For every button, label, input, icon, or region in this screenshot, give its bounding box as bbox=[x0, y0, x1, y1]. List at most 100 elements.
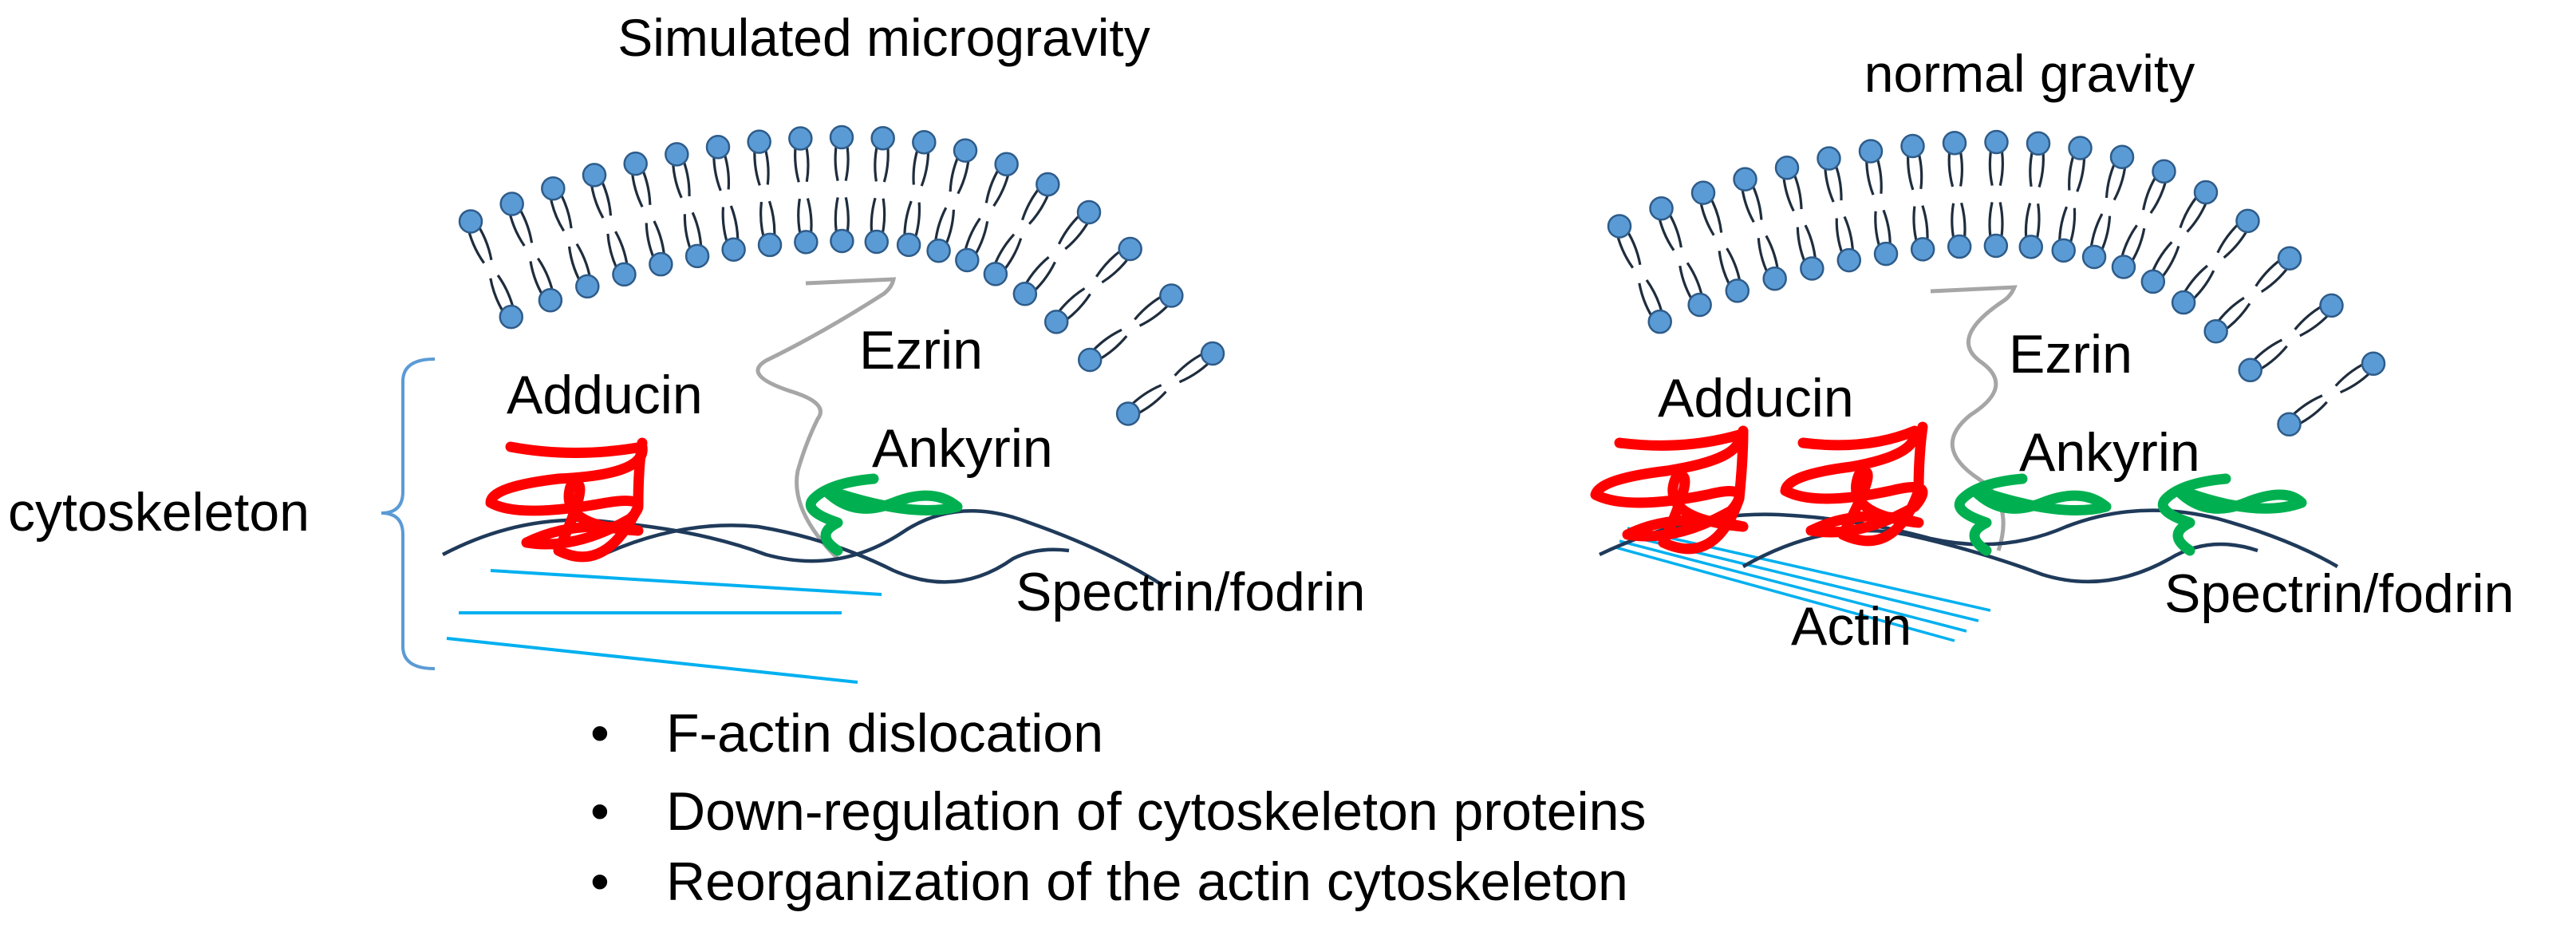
lipid-head-outer bbox=[1942, 130, 1967, 156]
lipid-head-outer bbox=[705, 134, 731, 160]
finding-item: • Down-regulation of cytoskeleton protei… bbox=[590, 781, 1646, 842]
lipid-head-inner bbox=[721, 237, 746, 262]
lipid-head-inner bbox=[1647, 309, 1672, 334]
lipid-head-inner bbox=[2203, 318, 2228, 344]
lipid-head-outer bbox=[747, 129, 771, 154]
lipid-head-inner bbox=[1078, 347, 1103, 373]
lipid-head-outer bbox=[2361, 351, 2386, 376]
lipid-head-outer bbox=[1118, 236, 1142, 262]
lipid-head-inner bbox=[1115, 401, 1141, 426]
ankyrin-protein-right-1 bbox=[1954, 473, 2112, 556]
ezrin-strand-left bbox=[755, 277, 897, 560]
lipid-head-outer bbox=[1733, 167, 1757, 192]
panel-title-left: Simulated microgravity bbox=[617, 8, 1150, 67]
lipid-head-outer bbox=[2193, 180, 2219, 205]
lipid-head-inner bbox=[794, 230, 819, 255]
lipid-head-outer bbox=[912, 130, 937, 155]
lipid-head-inner bbox=[575, 274, 600, 299]
lipid-head-inner bbox=[2081, 244, 2107, 270]
actin-filament-right-1 bbox=[1627, 527, 1991, 612]
lipid-head-outer bbox=[2235, 208, 2260, 234]
lipid-head-outer bbox=[2026, 131, 2051, 156]
lipid-head-inner bbox=[2140, 269, 2166, 294]
lipid-head-inner bbox=[538, 288, 563, 313]
lipid-head-outer bbox=[1858, 139, 1884, 164]
actin-filament-left-3 bbox=[446, 637, 858, 684]
lipid-head-outer bbox=[1607, 214, 1632, 239]
adducin-protein-right-2 bbox=[1780, 421, 1928, 547]
label-actin-right: Actin bbox=[1791, 596, 1911, 657]
lipid-head-outer bbox=[953, 138, 978, 163]
lipid-head-outer bbox=[1649, 195, 1674, 221]
ankyrin-protein-left bbox=[805, 473, 963, 556]
ankyrin-protein-right-2 bbox=[2157, 473, 2307, 556]
label-ankyrin-left: Ankyrin bbox=[872, 418, 1053, 479]
panel-title-right: normal gravity bbox=[1864, 44, 2195, 103]
lipid-head-inner bbox=[1043, 310, 1069, 334]
lipid-head-inner bbox=[830, 228, 854, 254]
lipid-head-inner bbox=[955, 247, 980, 273]
lipid-head-outer bbox=[2319, 293, 2344, 318]
lipid-head-inner bbox=[612, 262, 637, 287]
label-spectrin-right: Spectrin/fodrin bbox=[2164, 563, 2514, 624]
bullet-symbol: • bbox=[590, 781, 609, 842]
lipid-head-inner bbox=[1687, 292, 1712, 318]
bullet-symbol: • bbox=[590, 703, 609, 764]
lipid-head-inner bbox=[2111, 255, 2136, 279]
lipid-head-outer bbox=[582, 163, 607, 188]
label-adducin-left: Adducin bbox=[507, 365, 703, 425]
lipid-bilayer-right bbox=[1607, 129, 2386, 436]
lipid-head-inner bbox=[864, 229, 890, 255]
finding-text: F-actin dislocation bbox=[666, 703, 1103, 764]
lipid-head-inner bbox=[2018, 235, 2044, 259]
panel-normal-gravity: normal gravity Adducin Ezrin Ankyrin Spe… bbox=[1590, 44, 2514, 657]
panel-simulated-microgravity: Simulated microgravity cytoskeleton Addu… bbox=[8, 8, 1365, 684]
lipid-head-outer bbox=[2068, 136, 2093, 160]
cytoskeleton-bracket bbox=[381, 357, 436, 670]
lipid-head-inner bbox=[896, 232, 921, 258]
lipid-head-outer bbox=[994, 152, 1019, 176]
spectrin-strand-left-2 bbox=[594, 523, 1070, 584]
lipid-head-outer bbox=[2109, 144, 2135, 169]
lipid-head-outer bbox=[1036, 172, 1060, 197]
lipid-head-inner bbox=[649, 251, 673, 277]
lipid-head-inner bbox=[1762, 266, 1787, 291]
lipid-head-outer bbox=[1690, 180, 1716, 205]
lipid-head-inner bbox=[684, 243, 710, 269]
spectrin-strand-right-1 bbox=[1599, 508, 2339, 568]
lipid-head-outer bbox=[788, 126, 813, 151]
lipid-head-outer bbox=[1984, 129, 2009, 155]
lipid-head-outer bbox=[2277, 246, 2302, 271]
label-spectrin-left: Spectrin/fodrin bbox=[1016, 562, 1365, 622]
bullet-symbol: • bbox=[590, 851, 609, 912]
lipid-head-inner bbox=[1910, 237, 1935, 262]
adducin-protein-right-1 bbox=[1590, 425, 1749, 555]
label-adducin-right: Adducin bbox=[1658, 368, 1854, 428]
lipid-head-outer bbox=[665, 142, 689, 167]
actin-filament-right-3 bbox=[1619, 539, 1967, 633]
lipid-head-outer bbox=[829, 124, 854, 150]
lipid-head-inner bbox=[2238, 357, 2263, 383]
lipid-head-inner bbox=[1873, 241, 1899, 267]
label-ezrin-left: Ezrin bbox=[859, 320, 983, 381]
lipid-head-inner bbox=[2051, 238, 2076, 263]
lipid-head-outer bbox=[1200, 341, 1225, 366]
lipid-head-outer bbox=[1076, 199, 1102, 225]
label-ankyrin-right: Ankyrin bbox=[2019, 422, 2200, 483]
lipid-head-inner bbox=[926, 239, 951, 263]
lipid-head-inner bbox=[1836, 247, 1862, 273]
lipid-head-outer bbox=[1159, 283, 1184, 308]
lipid-head-inner bbox=[757, 232, 783, 258]
lipid-head-inner bbox=[499, 304, 524, 330]
lipid-head-inner bbox=[1012, 282, 1038, 306]
findings-list: • F-actin dislocation • Down-regulation … bbox=[590, 703, 1646, 912]
lipid-head-outer bbox=[499, 192, 524, 216]
lipid-bilayer-left bbox=[458, 124, 1225, 426]
finding-text: Reorganization of the actin cytoskeleton bbox=[666, 851, 1628, 912]
finding-text: Down-regulation of cytoskeleton proteins bbox=[666, 781, 1646, 842]
lipid-head-inner bbox=[1800, 256, 1825, 281]
lipid-head-outer bbox=[2152, 159, 2176, 184]
lipid-head-inner bbox=[2171, 290, 2196, 315]
lipid-head-outer bbox=[541, 176, 566, 201]
